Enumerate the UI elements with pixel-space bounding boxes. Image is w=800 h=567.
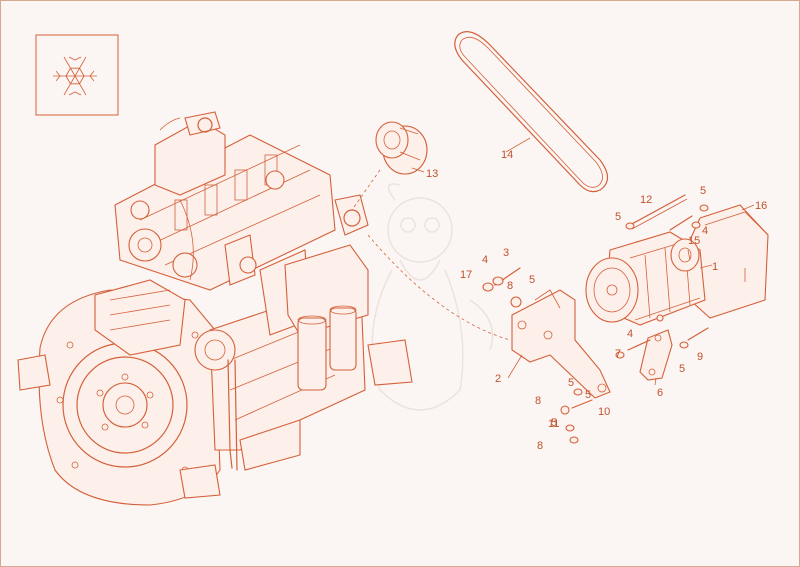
callout-16: 16 (755, 200, 767, 212)
callout-5: 5 (585, 389, 591, 401)
callout-5: 5 (568, 377, 574, 389)
watermark-mascot (371, 183, 494, 411)
fasteners (482, 194, 709, 444)
callout-15: 15 (688, 235, 700, 247)
callout-4: 4 (482, 254, 488, 266)
callout-17: 17 (460, 269, 472, 281)
callout-4: 4 (627, 328, 633, 340)
part-6-strap (639, 329, 673, 381)
callout-5: 5 (615, 211, 621, 223)
callout-6: 6 (657, 387, 663, 399)
callout-5: 5 (679, 363, 685, 375)
callout-14: 14 (501, 149, 513, 161)
snowflake-icon (35, 34, 119, 116)
callout-labels: 1 2 3 4 4 4 5 5 5 5 5 5 5 6 7 8 8 8 9 10… (426, 149, 767, 452)
callout-10: 10 (598, 406, 610, 418)
callout-5: 5 (700, 185, 706, 197)
callout-1: 1 (712, 261, 718, 273)
callout-13: 13 (426, 168, 438, 180)
callout-8: 8 (537, 440, 543, 452)
part-2-bracket (511, 289, 611, 399)
engine-assembly (17, 111, 413, 506)
callout-9: 9 (697, 351, 703, 363)
callout-8: 8 (507, 280, 513, 292)
callout-3: 3 (503, 247, 509, 259)
part-14-belt (454, 31, 609, 193)
callout-11: 11 (548, 418, 559, 430)
part-1-compressor (585, 231, 706, 326)
callout-12: 12 (640, 194, 652, 206)
leader-lines (411, 137, 755, 386)
callout-5: 5 (551, 417, 557, 429)
callout-2: 2 (495, 373, 501, 385)
callout-8: 8 (535, 395, 541, 407)
part-13-pulley (375, 121, 428, 175)
callout-4: 4 (702, 225, 708, 237)
callout-7: 7 (615, 348, 621, 360)
callout-5: 5 (529, 274, 535, 286)
